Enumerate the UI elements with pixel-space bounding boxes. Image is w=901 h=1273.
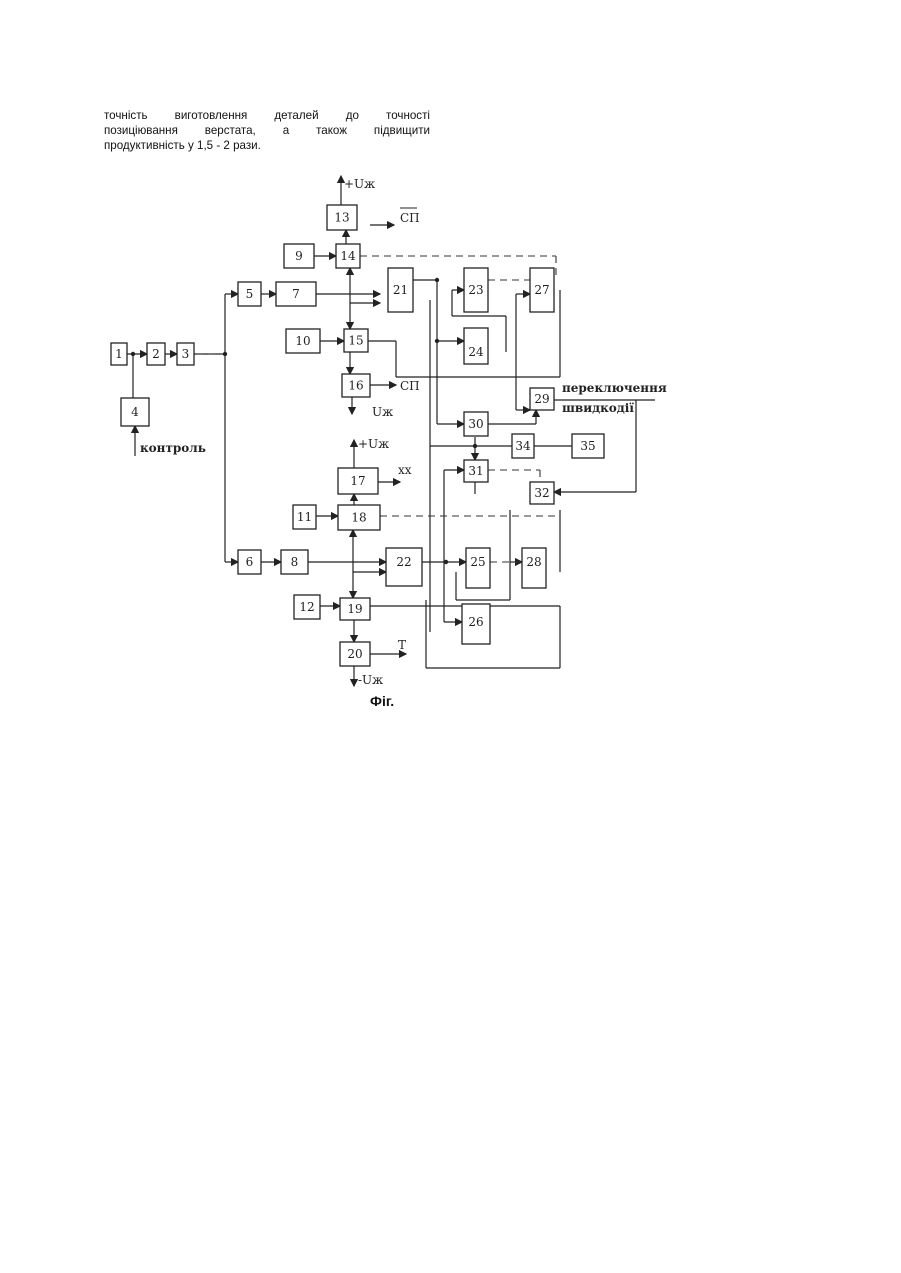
block-23: 23 [464,268,488,312]
block-19: 19 [340,598,370,620]
svg-text:13: 13 [334,211,349,225]
label-sp-bar: СП [400,211,420,225]
block-14: 14 [336,244,360,268]
svg-text:19: 19 [347,602,362,616]
label-sp: СП [400,379,420,393]
block-21: 21 [388,268,413,312]
svg-text:25: 25 [470,555,485,569]
block-2: 2 [147,343,165,365]
label-xx: хх [398,463,412,477]
block-20: 20 [340,642,370,666]
svg-text:12: 12 [299,600,314,614]
label-kontrol: контроль [140,441,206,455]
svg-text:20: 20 [347,647,362,661]
svg-text:15: 15 [348,334,363,348]
block-25: 25 [466,548,490,588]
label-minus-uzh: -Uж [358,673,383,687]
svg-text:27: 27 [534,283,549,297]
svg-text:24: 24 [468,345,484,359]
block-18: 18 [338,505,380,530]
svg-text:2: 2 [152,347,160,361]
block-27: 27 [530,268,554,312]
block-4: 4 [121,398,149,426]
svg-text:3: 3 [182,347,190,361]
block-17: 17 [338,468,378,494]
svg-text:10: 10 [295,334,310,348]
svg-text:17: 17 [350,474,365,488]
block-10: 10 [286,329,320,353]
block-24: 24 [464,328,488,364]
block-31: 31 [464,460,488,482]
svg-text:22: 22 [396,555,411,569]
svg-text:18: 18 [351,511,366,525]
svg-text:28: 28 [526,555,541,569]
svg-text:35: 35 [580,439,595,453]
block-28: 28 [522,548,546,588]
svg-text:32: 32 [534,486,549,500]
svg-text:5: 5 [246,287,254,301]
label-plus-uzh-mid: +Uж [358,437,389,451]
svg-text:1: 1 [115,347,123,361]
block-30: 30 [464,412,488,436]
wires [127,176,655,686]
label-t: Т [398,638,406,652]
block-7: 7 [276,282,316,306]
svg-text:23: 23 [468,283,483,297]
block-11: 11 [293,505,316,529]
block-13: 13 [327,205,357,230]
block-32: 32 [530,482,554,504]
svg-text:34: 34 [515,439,531,453]
svg-text:26: 26 [468,615,483,629]
block-9: 9 [284,244,314,268]
svg-text:31: 31 [468,464,483,478]
block-8: 8 [281,550,308,574]
svg-text:29: 29 [534,392,549,406]
svg-text:30: 30 [468,417,483,431]
block-3: 3 [177,343,194,365]
svg-text:21: 21 [393,283,408,297]
blocks: 1 2 3 4 5 6 7 8 9 10 11 12 13 14 15 16 1… [111,205,604,666]
block-35: 35 [572,434,604,458]
block-22: 22 [386,548,422,586]
block-15: 15 [344,329,368,352]
figure-caption: Фіг. [370,693,394,709]
block-16: 16 [342,374,370,397]
svg-text:8: 8 [291,555,299,569]
svg-text:14: 14 [340,249,356,263]
block-6: 6 [238,550,261,574]
svg-text:9: 9 [295,249,303,263]
block-26: 26 [462,604,490,644]
block-34: 34 [512,434,534,458]
block-1: 1 [111,343,127,365]
label-plus-uzh-top: +Uж [344,177,375,191]
svg-text:6: 6 [246,555,254,569]
svg-text:11: 11 [297,510,312,524]
block-12: 12 [294,595,320,619]
svg-text:7: 7 [292,287,300,301]
block-5: 5 [238,282,261,306]
label-uzh: Uж [372,405,393,419]
label-perekl: переключення [562,381,667,395]
block-29: 29 [530,388,554,410]
svg-text:16: 16 [348,379,363,393]
label-shvydkod: швидкодії [562,401,634,415]
svg-text:4: 4 [131,405,139,419]
